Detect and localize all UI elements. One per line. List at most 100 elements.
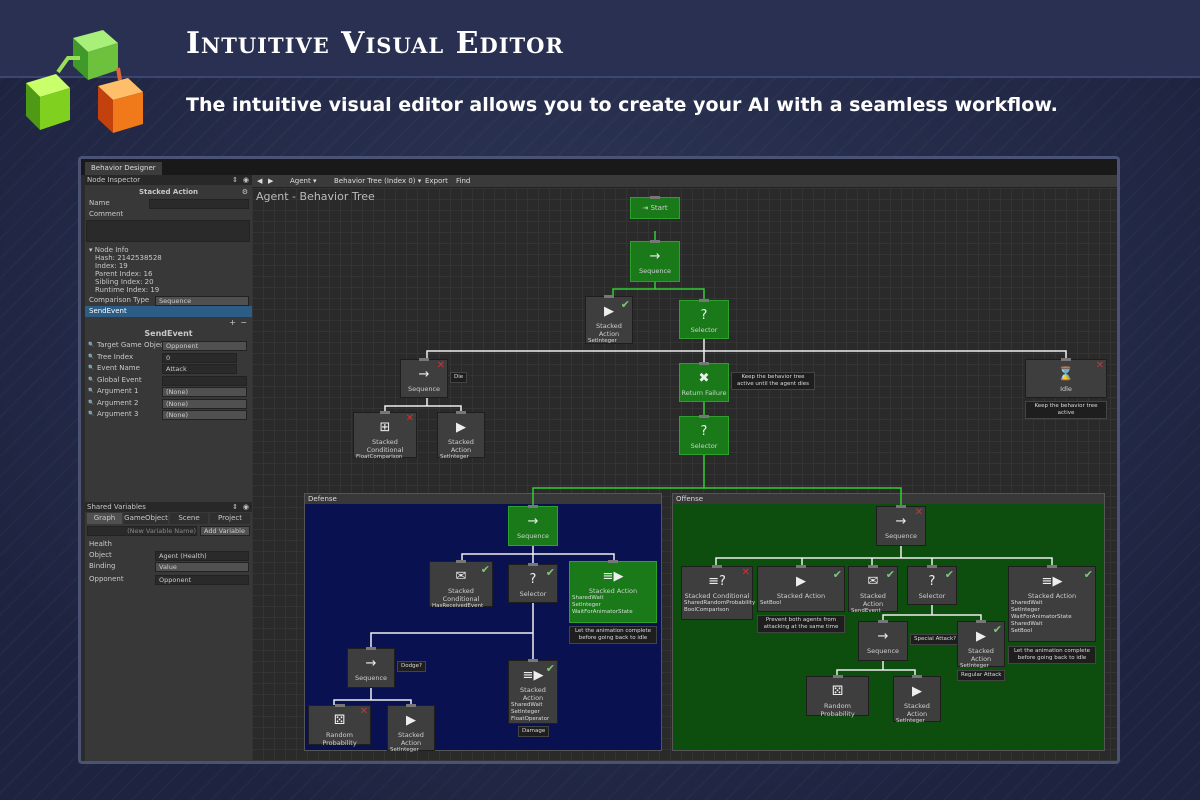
conditional-stack-icon: ≡?	[708, 574, 726, 589]
field-value[interactable]: (None)	[162, 398, 247, 409]
search-icon[interactable]: 🔍	[88, 376, 95, 383]
eye-icon-2[interactable]: ◉	[242, 503, 249, 511]
search-icon[interactable]: 🔍	[88, 388, 95, 394]
node-defense-selector[interactable]: ✔?Selector	[508, 563, 558, 603]
node-idle[interactable]: ✕⌛Idle	[1025, 358, 1107, 398]
field-value[interactable]: 0	[162, 352, 237, 363]
find-button[interactable]: Find	[456, 177, 471, 185]
damage-comment: Damage	[518, 726, 550, 737]
node-selector-2[interactable]: ?Selector	[679, 415, 729, 455]
search-icon[interactable]: 🔍	[88, 342, 95, 348]
graph-canvas[interactable]: Agent - Behavior Tree Defense Offense ⇥ …	[252, 188, 1117, 761]
field-value[interactable]: Opponent	[162, 341, 247, 351]
field-value[interactable]: Attack	[162, 364, 237, 374]
search-icon[interactable]: 🔍	[88, 411, 95, 417]
node-offense-selector[interactable]: ✔?Selector	[907, 565, 957, 605]
tab-project[interactable]: Project	[210, 513, 250, 524]
search-icon[interactable]: 🔍	[88, 353, 95, 360]
node-defense-sequence[interactable]: →Sequence	[508, 505, 558, 546]
opponent-label: Opponent	[89, 575, 124, 583]
success-check-icon: ✔	[545, 566, 555, 579]
node-offense-sequence[interactable]: ✕→Sequence	[876, 505, 926, 546]
x-icon: ✖	[698, 371, 710, 386]
name-label: Name	[89, 199, 110, 207]
question-icon: ?	[700, 308, 708, 323]
shared-variables-header: Shared Variables⇕◉	[85, 502, 252, 512]
add-variable-button[interactable]: Add Variable	[200, 526, 250, 536]
node-label: Stacked Action	[398, 731, 424, 747]
gear-icon[interactable]: ⚙	[241, 188, 248, 196]
node-sequence-die[interactable]: ✕→Sequence	[400, 358, 448, 398]
node-random-probability-d[interactable]: ✕⚄Random Probability	[308, 704, 371, 747]
node-sub: SetInteger	[511, 709, 540, 715]
name-field[interactable]	[149, 199, 249, 209]
agent-dropdown[interactable]: Agent ▾	[290, 177, 317, 185]
search-icon[interactable]: 🔍	[88, 399, 95, 406]
sort-icon-2[interactable]: ⇕	[232, 503, 238, 511]
tree-dropdown[interactable]: Behavior Tree (Index 0) ▾	[334, 177, 422, 185]
dodge-comment: Dodge?	[397, 661, 426, 672]
comparison-label: Comparison Type	[89, 296, 150, 304]
remove-icon[interactable]: −	[240, 318, 247, 327]
field-row: Argument 3🔍(None)	[85, 409, 252, 420]
add-icon[interactable]: +	[229, 318, 236, 327]
field-value[interactable]: (None)	[162, 387, 247, 397]
node-sub: FloatOperator	[511, 716, 550, 722]
node-label: Sequence	[516, 532, 550, 540]
comparison-select[interactable]: Sequence	[155, 296, 249, 306]
node-return-failure[interactable]: ✖Return Failure	[679, 362, 729, 402]
comment-field[interactable]	[86, 220, 250, 242]
object-field[interactable]: Agent (Health)	[155, 551, 249, 561]
node-sub: SharedWait	[511, 702, 543, 708]
node-sequence-root[interactable]: →Sequence	[630, 240, 680, 282]
search-icon[interactable]: 🔍	[88, 365, 95, 371]
node-start[interactable]: ⇥ Start	[630, 196, 680, 219]
object-value: Agent (Health)	[159, 552, 207, 560]
node-info-text: Node Info	[94, 246, 129, 254]
agent-label: Agent	[290, 177, 311, 185]
node-label: Stacked Action	[968, 647, 994, 663]
shared-tabs: Graph GameObject Scene Project	[85, 513, 252, 524]
node-dodge-sequence[interactable]: →Sequence	[347, 647, 395, 688]
node-sub: HasReceivedEvent	[432, 603, 484, 609]
sequence-icon: →	[895, 514, 907, 529]
tab-behavior-designer[interactable]: Behavior Designer	[85, 162, 162, 175]
node-sub: SharedWait	[1011, 600, 1043, 606]
field-value[interactable]	[162, 375, 247, 386]
node-sub: WaitForAnimatorState	[1011, 614, 1072, 620]
node-info-label[interactable]: ▾ Node Info	[89, 246, 129, 254]
opponent-field[interactable]: Opponent	[155, 575, 249, 585]
node-special-sequence[interactable]: →Sequence	[858, 620, 908, 661]
failure-x-icon: ✕	[741, 567, 750, 578]
sort-icon[interactable]: ⇕	[232, 176, 238, 184]
field-value[interactable]: (None)	[162, 410, 247, 420]
comment-label: Comment	[89, 210, 124, 218]
export-button[interactable]: Export	[425, 177, 448, 185]
eye-icon[interactable]: ◉	[242, 176, 249, 184]
node-random-probability-o[interactable]: ⚄Random Probability	[806, 675, 869, 718]
back-icon[interactable]: ◀	[257, 177, 263, 185]
tab-scene[interactable]: Scene	[170, 513, 208, 524]
new-variable-input[interactable]: (New Variable Name)	[87, 526, 197, 536]
node-selector-1[interactable]: ?Selector	[679, 299, 729, 339]
tab-graph[interactable]: Graph	[87, 513, 122, 524]
parent-index-text: Parent Index: 16	[95, 270, 153, 278]
tab-gameobject[interactable]: GameObject	[124, 513, 168, 524]
selected-task-item[interactable]: SendEvent	[89, 307, 127, 315]
forward-icon[interactable]: ▶	[268, 177, 274, 185]
failure-x-icon: ✕	[1095, 360, 1104, 371]
binding-select[interactable]: Value	[155, 562, 249, 572]
